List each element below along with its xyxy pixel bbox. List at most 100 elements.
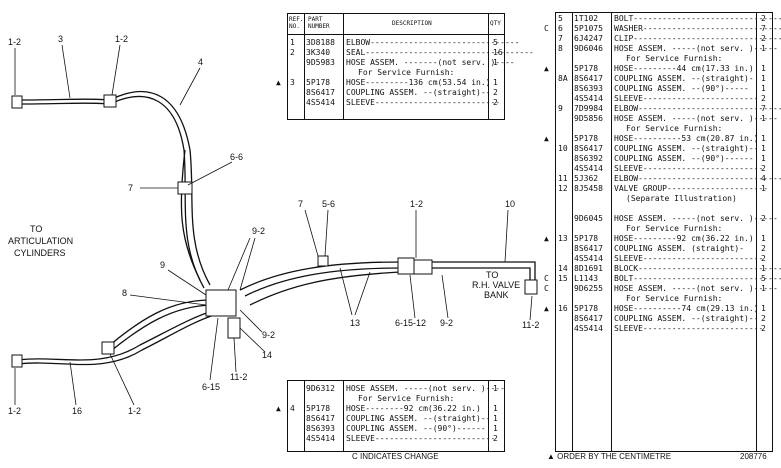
row-ref-number: 7 [558, 34, 563, 43]
row-part-number: 9D5856 [574, 114, 603, 123]
row-description: COUPLING ASSEM. --(straight)-- [614, 314, 759, 323]
callout-label: 13 [350, 318, 360, 328]
row-description: SLEEVE------------------------ [614, 94, 759, 103]
row-quantity: 1 [761, 84, 766, 93]
row-part-number: 5P1075 [574, 24, 603, 33]
row-mark: ▲ [276, 78, 281, 87]
table-row: 9D5856 HOSE ASSEM. -----(not serv. )-----… [556, 114, 778, 124]
row-description: For Service Furnish: [626, 124, 723, 133]
row-part-number: 5P178 [306, 78, 331, 87]
row-part-number: 4S5414 [574, 164, 603, 173]
row-part-number: 9D6255 [574, 284, 603, 293]
row-part-number: 9D6312 [306, 384, 335, 393]
row-part-number: 1T102 [574, 14, 599, 23]
row-part-number: 4S5414 [574, 324, 603, 333]
row-description: CLIP------------------------------- [614, 34, 781, 43]
row-quantity: 1 [761, 284, 766, 293]
callout-label: 1-2 [115, 34, 128, 44]
row-description: WASHER------------------------------ [614, 24, 781, 33]
elbow-fitting [524, 279, 538, 295]
valve-group [413, 259, 433, 275]
callout-label: 7 [128, 183, 133, 193]
row-quantity: 2 [761, 94, 766, 103]
row-part-number: 5P178 [574, 64, 599, 73]
row-description: COUPLING ASSEM. --(90°)------ [346, 424, 486, 433]
row-part-number: 4S5414 [306, 434, 335, 443]
row-quantity: 4 [761, 174, 766, 183]
row-description: ELBOW------------------------------- [346, 38, 520, 47]
valve-bank-note: R.H. VALVE [472, 280, 520, 290]
callout-label: 6-15-12 [395, 318, 426, 328]
row-description: BLOCK------------------------------ [614, 264, 781, 273]
row-mark: ▲ [276, 404, 281, 413]
row-description: COUPLING ASSEM. (straight)- [614, 244, 745, 253]
header-qty: QTY [490, 20, 501, 27]
row-ref-number: 12 [558, 184, 568, 193]
callout-label: 16 [72, 406, 82, 416]
right-table-body: 5 1T102 BOLT------------------------------… [544, 14, 781, 334]
callout-label: 9 [160, 260, 165, 270]
row-mark: ▲ [544, 304, 549, 313]
row-quantity: 1 [761, 114, 766, 123]
row-part-number: 9D6045 [574, 214, 603, 223]
header-ref: REF. NO. [289, 16, 304, 30]
row-part-number: 9D5983 [306, 58, 335, 67]
row-part-number: 5P178 [306, 404, 331, 413]
row-part-number: 8S6417 [574, 314, 603, 323]
row-description: HOSE ASSEM. -----(not serv. )----- [614, 114, 778, 123]
row-ref-number: 8A [558, 74, 568, 83]
table-row: For Service Furnish: [288, 68, 504, 78]
valve-bank-note: BANK [484, 290, 509, 300]
row-quantity: 2 [761, 34, 766, 43]
row-quantity: 1 [761, 74, 766, 83]
row-quantity: 1 [761, 154, 766, 163]
hose-routing-diagram: 1-2 3 1-2 4 6-6 7 5-6 7 1-2 10 9-2 9 8 1… [8, 34, 539, 416]
row-quantity: 1 [761, 134, 766, 143]
row-part-number: 8J5458 [574, 184, 603, 193]
bolt [227, 317, 241, 339]
bottom-table-body: 9D6312 HOSE ASSEM. -----(not serv. )---- 1… [276, 384, 505, 444]
callout-label: 10 [505, 199, 515, 209]
row-part-number: 4S5414 [574, 94, 603, 103]
row-quantity: 1 [493, 58, 498, 67]
row-ref-number: 5 [558, 14, 563, 23]
row-description: SLEEVE------------------------- [614, 254, 764, 263]
row-mark: ▲ [544, 64, 549, 73]
row-quantity: 5 [493, 38, 498, 47]
articulation-note: ARTICULATION [8, 236, 73, 246]
callout-label: 11-2 [522, 320, 539, 330]
row-description: HOSE ASSEM. -----(not serv. )---- [346, 384, 505, 393]
coupling-fitting [103, 94, 117, 108]
callout-label: 1-2 [128, 406, 141, 416]
callout-label: 9-2 [252, 226, 265, 236]
row-part-number: 8D1691 [574, 264, 603, 273]
row-quantity: 2 [493, 88, 498, 97]
row-part-number: 5P178 [574, 304, 599, 313]
row-quantity: 1 [493, 414, 498, 423]
row-description: BOLT--------------------------------- [614, 14, 781, 23]
row-description: ELBOW------------------------------ [614, 104, 781, 113]
row-part-number: 5P178 [574, 234, 599, 243]
callout-label: 4 [198, 57, 203, 67]
row-quantity: 1 [761, 264, 766, 273]
callout-label: 14 [262, 350, 272, 360]
callout-label: 5-6 [322, 199, 335, 209]
row-ref-number: 3 [290, 78, 295, 87]
row-quantity: 1 [761, 304, 766, 313]
